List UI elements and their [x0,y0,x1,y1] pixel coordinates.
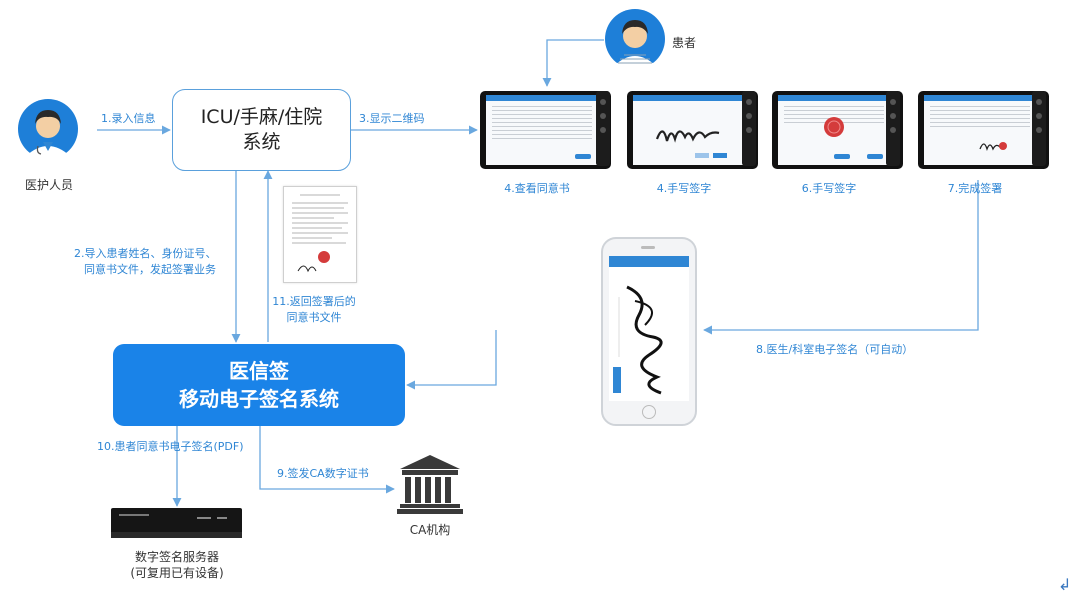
tablet-handwrite-2 [772,91,903,169]
ca-institution-label: CA机构 [409,523,451,537]
arrow-patient-to-tablet [542,39,604,87]
mobile-phone [601,237,697,426]
step-8-label: 8.医生/科室电子签名（可自动） [756,343,914,356]
step-2-label: 2.导入患者姓名、身份证号、 同意书文件，发起签署业务 [74,247,217,276]
medical-staff-label: 医护人员 [24,178,74,192]
tablet-complete [918,91,1049,169]
patient-label: 患者 [672,36,697,50]
arrow-complete-to-phone [703,180,979,335]
signature-icon [655,130,727,158]
tablet-handwrite-1 [627,91,758,169]
phone-signature-icon [613,285,663,395]
signature-server-icon [111,508,242,538]
main-system-subtitle: 移动电子签名系统 [179,387,339,411]
step-4a-label: 4.查看同意书 [504,182,570,195]
server-label: 数字签名服务器 (可复用已有设备) [130,550,224,580]
patient-avatar-icon [605,9,665,70]
phone-header-bar [609,256,689,267]
main-system-title: 医信签 [229,359,289,383]
tablet-side-panel [742,91,756,166]
step-11-label: 11.返回签署后的 同意书文件 [272,295,356,324]
signed-document-icon [283,186,357,283]
step-1-label: 1.录入信息 [101,112,156,125]
step-4b-label: 4.手写签字 [656,182,712,195]
ca-institution-building-icon [397,455,463,514]
step-6-label: 6.手写签字 [801,182,857,195]
step-3-label: 3.显示二维码 [359,112,425,125]
step-7-label: 7.完成签署 [947,182,1003,195]
fingerprint-seal-icon [824,117,844,137]
return-mark: ↲ [1058,575,1072,594]
step-10-label: 10.患者同意书电子签名(PDF) [97,440,244,453]
icu-system-box: ICU/手麻/住院 系统 [172,89,351,171]
tablet-side-panel [886,91,900,166]
step-9-label: 9.签发CA数字证书 [277,467,369,480]
tablet-side-panel [596,91,610,166]
icu-system-subtitle: 系统 [242,131,281,153]
small-signature-icon [979,142,1007,152]
tablet-view-consent [480,91,611,169]
tablet-side-panel [1032,91,1046,166]
doctor-avatar-icon [18,99,78,162]
arrow-main-to-ca [259,426,395,494]
icu-system-title: ICU/手麻/住院 [200,106,323,128]
main-esign-system-box: 医信签 移动电子签名系统 [113,344,405,426]
arrow-phone-to-main [406,330,497,390]
